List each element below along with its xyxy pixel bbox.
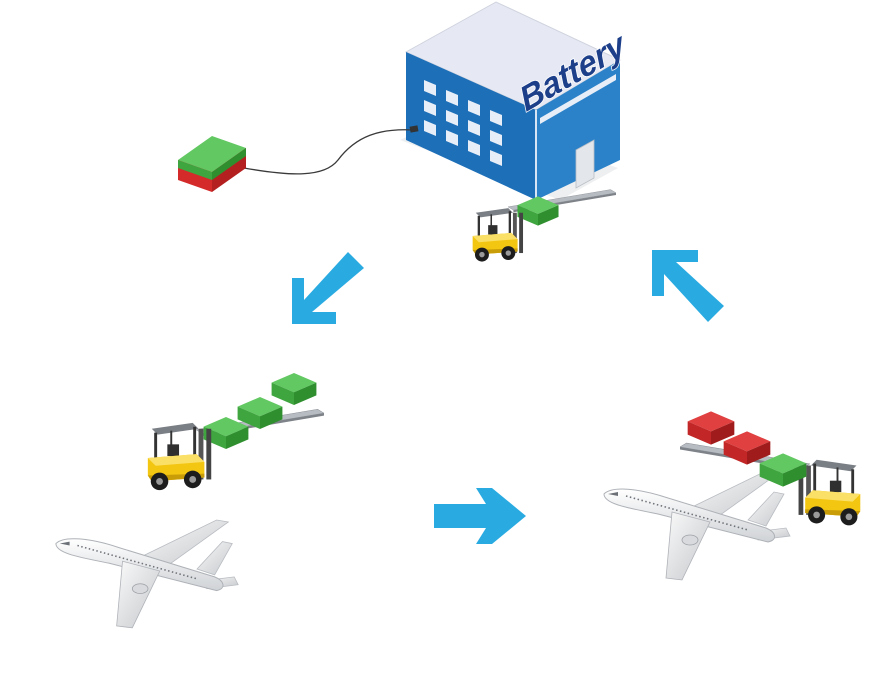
forklift-icon [796, 458, 862, 527]
forklift-icon [146, 421, 213, 492]
battery-depleted [687, 411, 735, 445]
factory-door [575, 139, 595, 189]
half-charged-battery [178, 136, 246, 192]
arrow-down-left-icon [292, 252, 364, 324]
airplane-icon [55, 519, 239, 629]
factory-forklift-cart [471, 189, 616, 263]
airplane-icon [603, 469, 791, 581]
factory-windows [424, 80, 502, 166]
battery-factory: Battery [400, 1, 633, 200]
factory-right-wall [536, 60, 620, 200]
arrow-right-icon [434, 488, 526, 544]
right-unloading-scene [603, 411, 862, 581]
left-loading-scene [55, 373, 324, 629]
forklift-icon [471, 206, 525, 263]
battery-charged [271, 373, 317, 405]
arrow-up-left-icon [652, 250, 724, 322]
charging-cable [243, 129, 415, 175]
